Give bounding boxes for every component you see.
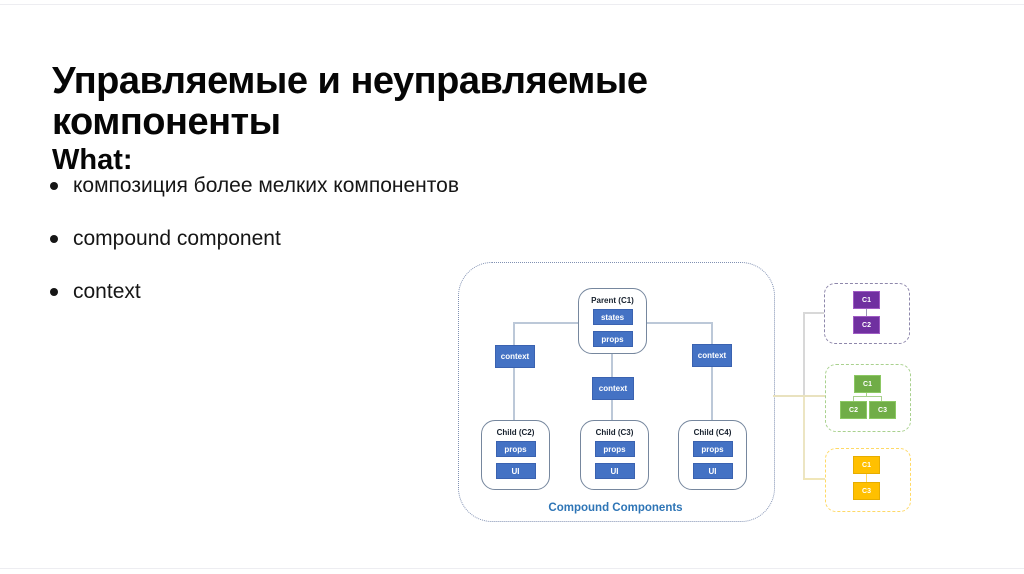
child-node-title: Child (C2)	[496, 428, 535, 437]
variant-connector-line	[803, 396, 805, 479]
props-chip: props	[594, 441, 635, 457]
slide-bottom-edge	[0, 568, 1024, 569]
connector-line	[513, 322, 578, 324]
connector-line	[711, 322, 713, 420]
ui-chip: UI	[692, 463, 733, 479]
variant-tree-line	[866, 391, 867, 397]
connector-line	[645, 322, 711, 324]
bullet-list: композиция более мелких компонентов comp…	[50, 174, 459, 333]
variant-box-purple	[824, 283, 910, 344]
variant-node-c3: C3	[869, 401, 896, 419]
variant-tree-line	[853, 396, 882, 397]
child-node-title: Child (C4)	[693, 428, 732, 437]
variant-box-green	[825, 364, 911, 432]
child-node-c2: Child (C2) props UI	[481, 420, 550, 490]
bullet-text: compound component	[73, 226, 281, 250]
parent-node-title: Parent (C1)	[591, 296, 634, 305]
variant-connector-line	[803, 312, 824, 314]
child-node-c3: Child (C3) props UI	[580, 420, 649, 490]
variant-connector-line	[803, 312, 805, 396]
child-node-c4: Child (C4) props UI	[678, 420, 747, 490]
context-chip-right: context	[692, 344, 732, 367]
context-chip-center: context	[592, 377, 634, 400]
bullet-item: context	[50, 280, 459, 303]
bullet-item: compound component	[50, 227, 459, 250]
variant-tree-line	[866, 307, 867, 317]
compound-components-frame	[458, 262, 775, 522]
bullet-icon	[50, 181, 58, 190]
parent-node: Parent (C1) states props	[578, 288, 647, 354]
variant-tree-line	[866, 472, 867, 483]
variant-tree-line	[853, 396, 854, 402]
bullet-icon	[50, 287, 58, 296]
slide-top-edge	[0, 4, 1024, 5]
bullet-text: context	[73, 279, 141, 303]
variant-box-yellow	[825, 448, 911, 512]
variant-node-c1: C1	[853, 456, 880, 474]
bullet-icon	[50, 234, 58, 243]
bullet-item: композиция более мелких компонентов	[50, 174, 459, 197]
variant-node-c3: C3	[853, 482, 880, 500]
slide-title: Управляемые и неуправляемые компоненты	[52, 60, 648, 144]
ui-chip: UI	[594, 463, 635, 479]
variant-connector-line	[803, 478, 825, 480]
diagram-caption: Compound Components	[548, 502, 683, 514]
props-chip: props	[692, 441, 733, 457]
ui-chip: UI	[495, 463, 536, 479]
states-chip: states	[592, 309, 633, 325]
variant-node-c2: C2	[853, 316, 880, 334]
slide-subtitle: What:	[52, 144, 133, 177]
child-node-title: Child (C3)	[595, 428, 634, 437]
props-chip: props	[592, 331, 633, 347]
variant-node-c2: C2	[840, 401, 867, 419]
variant-node-c1: C1	[854, 375, 881, 393]
bullet-text: композиция более мелких компонентов	[73, 173, 459, 197]
variant-tree-line	[881, 396, 882, 402]
variant-connector-line	[773, 395, 825, 397]
props-chip: props	[495, 441, 536, 457]
connector-line	[513, 322, 515, 420]
context-chip-left: context	[495, 345, 535, 368]
variant-node-c1: C1	[853, 291, 880, 309]
